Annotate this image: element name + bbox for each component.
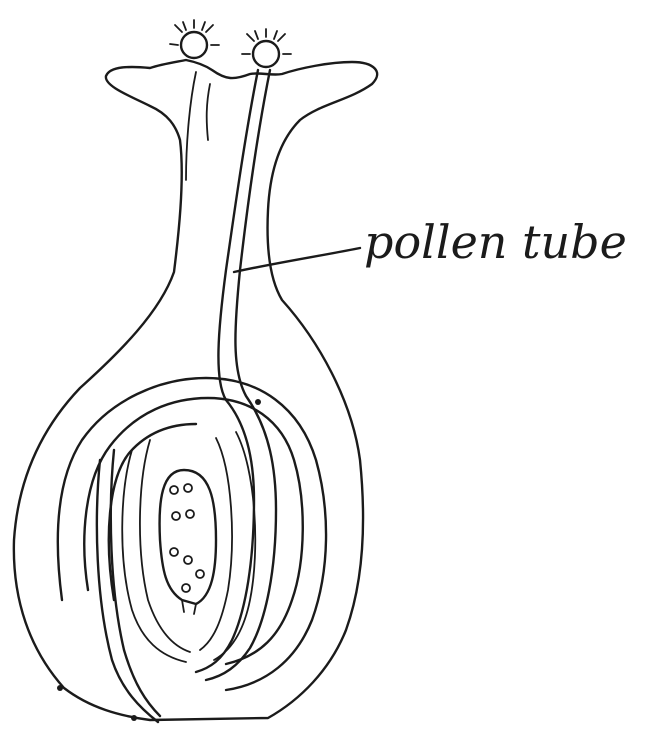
dot-right [255, 399, 261, 405]
dot-left [57, 685, 63, 691]
pollen-tube-label: pollen tube [364, 215, 627, 269]
dot-base [131, 715, 137, 721]
